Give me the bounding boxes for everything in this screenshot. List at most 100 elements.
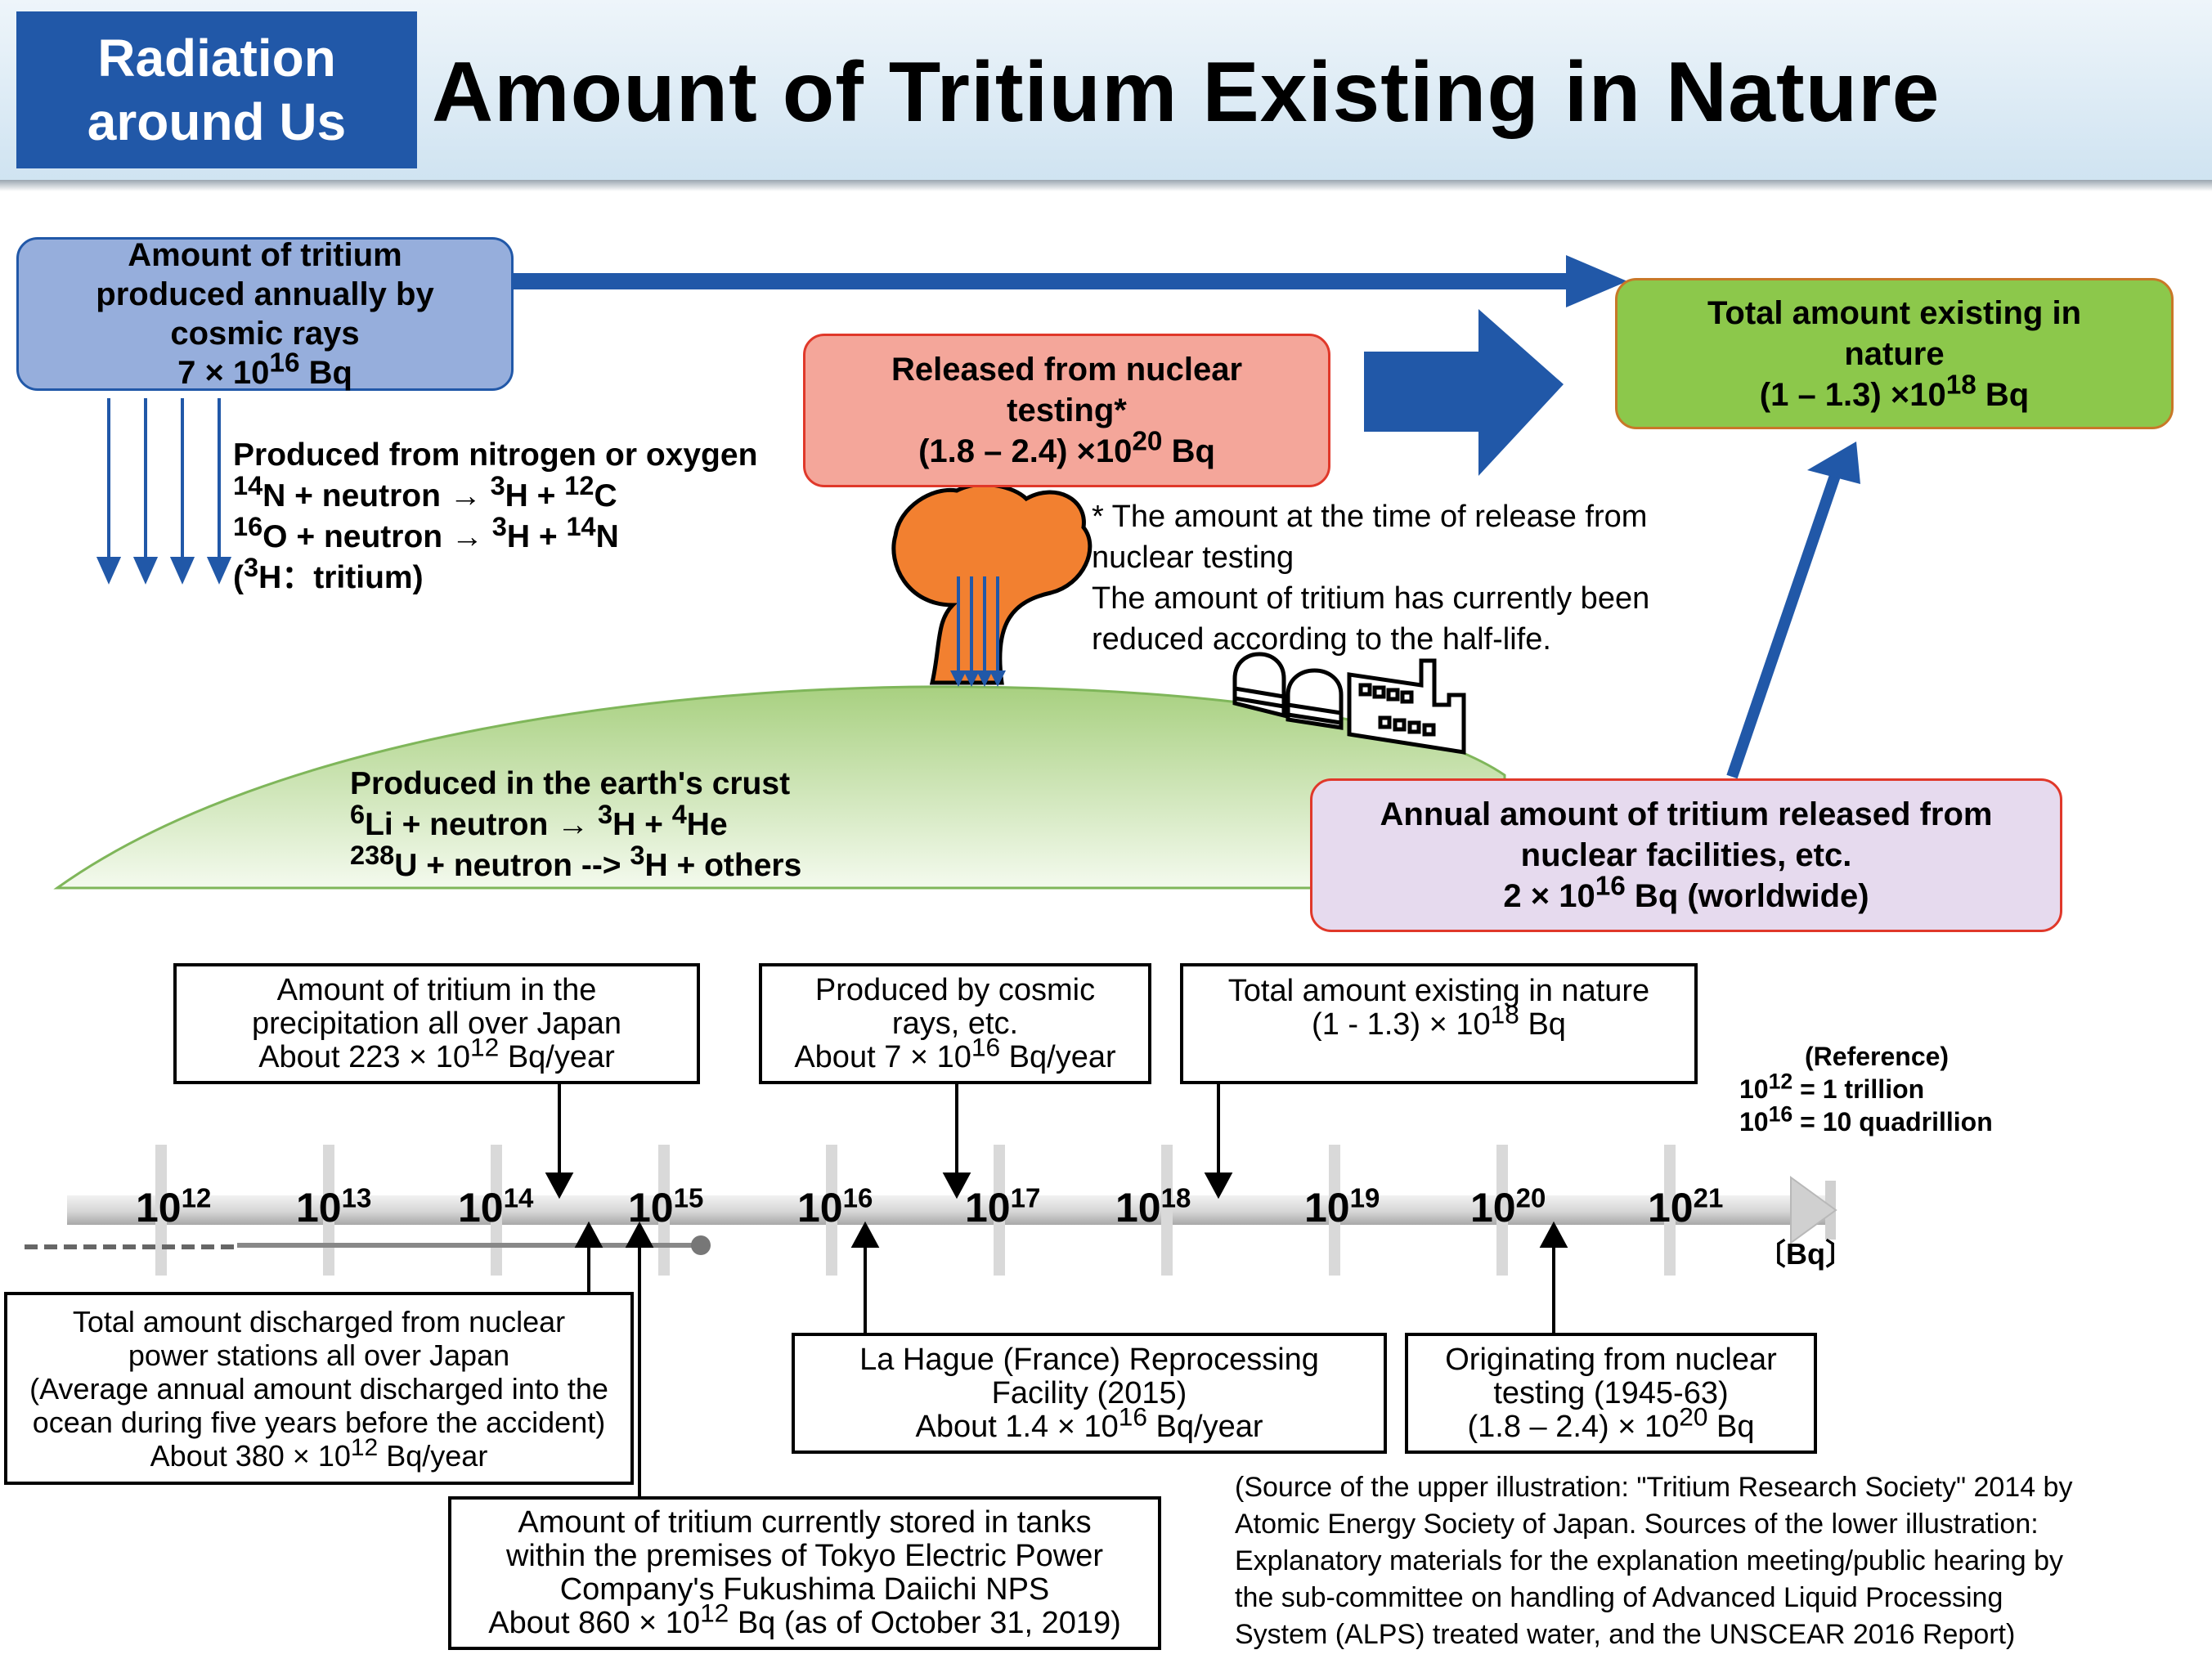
cosmic-rays-box: Amount of tritium produced annually by c…: [16, 237, 514, 391]
npp-line1: Total amount discharged from nuclear: [72, 1304, 566, 1338]
mushroom-cloud-icon: [891, 482, 1093, 687]
tanks-line1: Amount of tritium currently stored in ta…: [518, 1505, 1092, 1540]
precip-line2: precipitation all over Japan: [251, 1006, 622, 1041]
source-line4: the sub-committee on handling of Advance…: [1235, 1582, 2003, 1613]
tick-label-1e19: 1019: [1304, 1182, 1380, 1231]
reference-trillion: 1012 = 1 trillion: [1739, 1069, 1925, 1104]
precipitation-box: Amount of tritium in the precipitation a…: [173, 963, 700, 1084]
range-end-dot: [691, 1235, 711, 1255]
source-line5: System (ALPS) treated water, and the UNS…: [1235, 1619, 2016, 1650]
cosmic-rays-lower-box: Produced by cosmic rays, etc. About 7 × …: [759, 963, 1151, 1084]
total-existing-box: Total amount existing in nature (1 – 1.3…: [1615, 278, 2174, 429]
reference-note: (Reference) 1012 = 1 trillion 1016 = 10 …: [1739, 1040, 1993, 1138]
oxygen-reaction: 16O + neutron → 3H + 14N: [233, 512, 619, 554]
arrow-cosmic-to-total: [514, 255, 1627, 307]
tick-label-1e15: 1015: [628, 1182, 704, 1231]
source-line2: Atomic Energy Society of Japan. Sources …: [1235, 1509, 2039, 1540]
cosmic-lower-value: About 7 × 1016 Bq/year: [794, 1031, 1116, 1074]
footnote-line4: reduced according to the half-life.: [1092, 622, 1551, 657]
source-line1: (Source of the upper illustration: "Trit…: [1235, 1472, 2073, 1503]
lahague-line1: La Hague (France) Reprocessing: [859, 1342, 1319, 1377]
page-title: Amount of Tritium Existing in Nature: [432, 45, 1941, 140]
la-hague-box: La Hague (France) Reprocessing Facility …: [792, 1333, 1387, 1454]
npp-line2: power stations all over Japan: [128, 1338, 510, 1372]
cosmic-box-line1: Amount of tritium: [128, 237, 402, 273]
cosmic-lower-line1: Produced by cosmic: [814, 972, 1096, 1007]
tick-label-1e21: 1021: [1648, 1182, 1724, 1231]
axis-ticks: [155, 1145, 1676, 1276]
cosmic-lower-line2: rays, etc.: [891, 1006, 1019, 1041]
precip-value: About 223 × 1012 Bq/year: [258, 1031, 615, 1074]
axis-arrowhead: [1790, 1176, 1837, 1244]
precip-line1: Amount of tritium in the: [276, 972, 597, 1007]
arrow-testing-to-total: [1364, 309, 1564, 476]
testing-lower-box: Originating from nuclear testing (1945-6…: [1405, 1333, 1817, 1454]
footnote-line3: The amount of tritium has currently been: [1092, 581, 1650, 616]
testing-box-line2: testing*: [1007, 392, 1127, 428]
uranium-reaction: 238U + neutron --> 3H + others: [350, 841, 802, 883]
total-box-value: (1 – 1.3) ×1018 Bq: [1759, 370, 2030, 413]
reference-quadrillion: 1016 = 10 quadrillion: [1739, 1101, 1993, 1137]
source-citation: (Source of the upper illustration: "Trit…: [1235, 1469, 2072, 1653]
testing-lower-line1: Originating from nuclear: [1445, 1342, 1777, 1377]
testing-lower-line2: testing (1945-63): [1493, 1375, 1729, 1410]
nuclear-facility-icon: [1232, 652, 1466, 755]
nitrogen-oxygen-text: Produced from nitrogen or oxygen 14N + n…: [233, 435, 757, 599]
nuclear-testing-box: Released from nuclear testing* (1.8 – 2.…: [803, 334, 1330, 487]
lithium-reaction: 6Li + neutron → 3H + 4He: [350, 800, 728, 842]
cosmic-ray-arrows: [96, 398, 232, 585]
section-badge: Radiation around Us: [16, 11, 417, 168]
axis-unit-label: 〔Bq〕: [1757, 1237, 1855, 1271]
lahague-value: About 1.4 × 1016 Bq/year: [915, 1401, 1263, 1444]
npp-value: About 380 × 1012 Bq/year: [150, 1433, 488, 1473]
earth-crust-text: Produced in the earth's crust 6Li + neut…: [350, 764, 801, 886]
total-box-line1: Total amount existing in: [1707, 294, 2082, 331]
npp-line4: ocean during five years before the accid…: [32, 1405, 606, 1439]
crust-title: Produced in the earth's crust: [350, 766, 791, 801]
log-axis: [67, 1181, 1836, 1240]
testing-footnote: * The amount at the time of release from…: [1092, 496, 1649, 660]
cosmic-box-value: 7 × 1016 Bq: [177, 347, 352, 391]
fukushima-tanks-box: Amount of tritium currently stored in ta…: [448, 1496, 1161, 1650]
tick-label-1e14: 1014: [458, 1182, 534, 1231]
nitrogen-title: Produced from nitrogen or oxygen: [233, 437, 758, 473]
reference-title: (Reference): [1805, 1042, 1950, 1071]
footnote-line1: * The amount at the time of release from: [1092, 500, 1648, 534]
cosmic-box-line2: produced annually by: [96, 276, 434, 312]
total-existing-lower-box: Total amount existing in nature (1 - 1.3…: [1180, 963, 1698, 1084]
tick-label-1e16: 1016: [797, 1182, 873, 1231]
tick-label-1e17: 1017: [965, 1182, 1041, 1231]
tick-label-1e18: 1018: [1115, 1182, 1191, 1231]
badge-line1: Radiation: [97, 29, 336, 87]
badge-line2: around Us: [87, 92, 347, 151]
facilities-box-value: 2 × 1016 Bq (worldwide): [1503, 871, 1869, 914]
testing-box-value: (1.8 – 2.4) ×1020 Bq: [918, 426, 1215, 469]
tanks-line2: within the premises of Tokyo Electric Po…: [505, 1539, 1104, 1573]
pointer-lines: [545, 1083, 1568, 1496]
facilities-box-line2: nuclear facilities, etc.: [1520, 837, 1852, 873]
lahague-line2: Facility (2015): [991, 1375, 1187, 1410]
footnote-line2: nuclear testing: [1092, 540, 1294, 575]
tanks-value: About 860 × 1012 Bq (as of October 31, 2…: [488, 1598, 1121, 1640]
tanks-line3: Company's Fukushima Daiichi NPS: [559, 1572, 1050, 1607]
facilities-box-line1: Annual amount of tritium released from: [1380, 796, 1993, 832]
header-shadow: [0, 180, 2212, 191]
testing-lower-value: (1.8 – 2.4) × 1020 Bq: [1467, 1401, 1755, 1444]
cosmic-box-line3: cosmic rays: [170, 316, 360, 352]
npp-discharge-box: Total amount discharged from nuclear pow…: [4, 1292, 634, 1485]
tick-label-1e20: 1020: [1470, 1182, 1546, 1231]
total-lower-value: (1 - 1.3) × 1018 Bq: [1312, 999, 1566, 1042]
testing-box-line1: Released from nuclear: [891, 352, 1243, 388]
tick-label-1e13: 1013: [296, 1182, 372, 1231]
arrow-facilities-to-total: [1726, 442, 1860, 779]
nitrogen-reaction-1: 14N + neutron → 3H + 12C: [233, 471, 617, 513]
source-line3: Explanatory materials for the explanatio…: [1235, 1545, 2064, 1576]
tritium-definition: (3H：tritium): [233, 553, 424, 595]
npp-line3: (Average annual amount discharged into t…: [29, 1371, 608, 1406]
tick-label-1e12: 1012: [136, 1182, 212, 1231]
total-box-line2: nature: [1844, 335, 1945, 372]
total-lower-line1: Total amount existing in nature: [1227, 974, 1650, 1008]
nuclear-facilities-box: Annual amount of tritium released from n…: [1310, 778, 2062, 932]
